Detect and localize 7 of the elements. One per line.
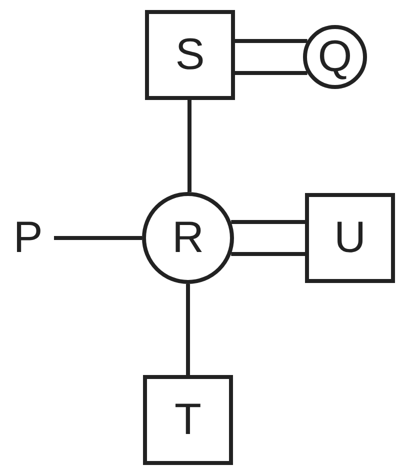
square-node: U <box>305 193 395 283</box>
connector-line <box>186 284 190 375</box>
connector-line <box>54 236 142 240</box>
text-label: P <box>2 210 54 266</box>
connector-line <box>188 100 192 192</box>
square-node: T <box>143 375 233 465</box>
square-node: S <box>145 10 235 100</box>
